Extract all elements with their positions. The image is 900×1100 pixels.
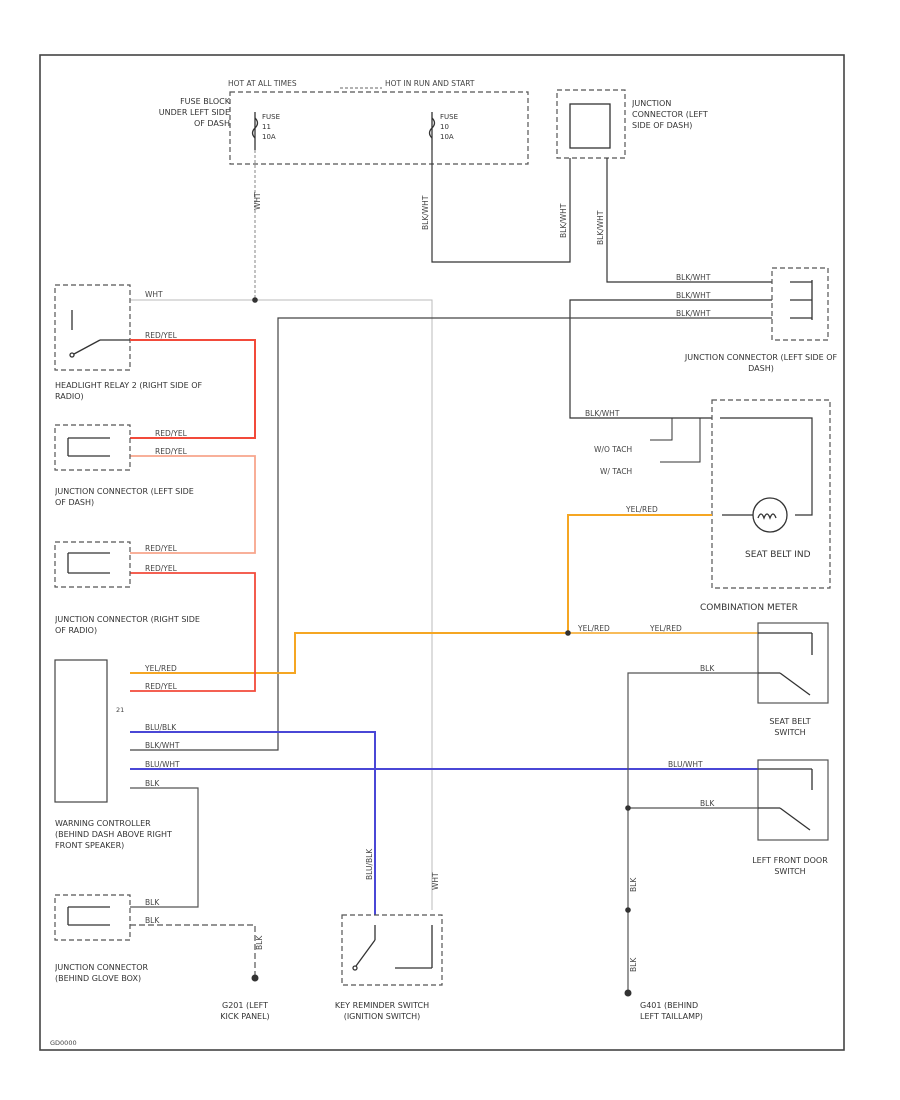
wire-blkwht-topjc-label: BLK/WHT <box>596 210 605 245</box>
combination-meter-box <box>711 399 831 589</box>
diagram-frame <box>39 54 845 1051</box>
wire-blkwht-r2 <box>569 299 772 419</box>
warning-controller-box <box>54 659 108 803</box>
fuse-block-box <box>229 91 529 165</box>
splice-yelred <box>565 630 571 636</box>
wire-wht-fuse11-label: WHT <box>253 192 262 210</box>
wire-blkwht-jc-label: BLK/WHT <box>559 203 568 238</box>
wire-blk-glove1-label: BLK <box>145 898 160 907</box>
wire-yelred-switch-label: YEL/RED <box>577 624 610 633</box>
meter-internal <box>720 417 813 516</box>
door-switch-label: LEFT FRONT DOOR SWITCH <box>752 856 828 876</box>
jc-glove-label: JUNCTION CONNECTOR (BEHIND GLOVE BOX) <box>55 963 148 983</box>
door-switch-box <box>757 759 829 841</box>
wire-yelred-meter-label: YEL/RED <box>625 505 658 514</box>
wire-blk-g401-label: BLK <box>629 877 638 892</box>
jc-left-upper-label: JUNCTION CONNECTOR (LEFT SIDE OF DASH) <box>55 487 194 507</box>
wire-bluwht-wc-label: BLU/WHT <box>145 760 180 769</box>
jc-top-bus <box>569 103 611 149</box>
wire-yelred-ext-label: YEL/RED <box>649 624 682 633</box>
jc-right-mid-box <box>771 267 829 341</box>
wire-redyel-jc3-label: RED/YEL <box>145 544 178 553</box>
combination-meter-label: COMBINATION METER <box>700 603 798 613</box>
wire-bluwht-door-label: BLU/WHT <box>668 760 703 769</box>
wire-redyel-jc4 <box>130 572 256 692</box>
wire-blkwht-r1-label: BLK/WHT <box>676 273 711 282</box>
key-switch-label: KEY REMINDER SWITCH (IGNITION SWITCH) <box>335 1001 429 1021</box>
wire-yelred-main <box>130 514 712 674</box>
wire-blk-g401b-label: BLK <box>629 957 638 972</box>
wire-blkwht-topjc <box>606 158 772 283</box>
splice-blk-lower <box>625 907 631 913</box>
wire-blk-glove2-label: BLK <box>145 916 160 925</box>
wire-blublk-wc-label: BLU/BLK <box>145 723 177 732</box>
g201-label: G201 (LEFT KICK PANEL) <box>220 1001 269 1021</box>
seat-belt-switch-contact <box>758 632 813 696</box>
wire-wht-relay-label: WHT <box>145 290 163 299</box>
jc-left-mid-box <box>54 541 131 588</box>
wire-redyel-jc4-label: RED/YEL <box>145 564 178 573</box>
wire-redyel-jc2 <box>130 455 256 554</box>
door-switch-contact <box>758 768 813 831</box>
key-switch-box <box>341 914 443 986</box>
fuse-block-label: FUSE BLOCK UNDER LEFT SIDE OF DASH <box>159 97 230 128</box>
wire-yelred-wc-label: YEL/RED <box>144 664 177 673</box>
seat-belt-switch-label: SEAT BELT SWITCH <box>769 717 810 737</box>
wire-blk-seatbelt <box>627 672 758 990</box>
jc-top-label: JUNCTION CONNECTOR (LEFT SIDE OF DASH) <box>632 99 708 130</box>
pin-21: 21 <box>116 706 124 714</box>
warning-controller-label: WARNING CONTROLLER (BEHIND DASH ABOVE RI… <box>55 819 172 850</box>
wire-redyel-relay <box>130 339 256 439</box>
jc-top-box <box>556 89 626 159</box>
wo-tach-label: W/O TACH <box>594 445 632 454</box>
wire-blkwht-fuse10 <box>431 150 571 263</box>
wire-redyel-relay-label: RED/YEL <box>145 331 178 340</box>
jc-left-upper-box <box>54 424 131 471</box>
key-switch-contact <box>352 925 433 971</box>
g401-label: G401 (BEHIND LEFT TAILLAMP) <box>640 1001 703 1021</box>
wire-blk-seatbelt-label: BLK <box>700 664 715 673</box>
wire-blk-g201 <box>130 924 256 975</box>
w-tach-label: W/ TACH <box>600 467 632 476</box>
wire-redyel-jc2-label: RED/YEL <box>155 447 188 456</box>
wire-redyel-wc-label: RED/YEL <box>145 682 178 691</box>
seat-belt-switch-box <box>757 622 829 704</box>
wire-blk-g201-label: BLK <box>255 935 264 950</box>
seat-belt-ind-label: SEAT BELT IND <box>745 550 811 560</box>
wire-blublk-key-label: BLU/BLK <box>365 848 374 880</box>
hot-run-start-label: HOT IN RUN AND START <box>385 79 475 88</box>
jc-left-mid-label: JUNCTION CONNECTOR (RIGHT SIDE OF RADIO) <box>55 615 200 635</box>
wire-blkwht-meter-label: BLK/WHT <box>585 409 620 418</box>
splice-wht <box>252 297 258 303</box>
splice-blk-door <box>625 805 631 811</box>
wire-redyel-jc1-label: RED/YEL <box>155 429 188 438</box>
wire-wht-relay <box>130 299 433 910</box>
wire-blkwht-wc-label: BLK/WHT <box>145 741 180 750</box>
headlight-relay-box <box>54 284 131 371</box>
wire-tach-branch <box>650 418 673 441</box>
wire-blkwht-r3 <box>130 317 772 751</box>
hot-all-times-label: HOT AT ALL TIMES <box>228 79 297 88</box>
seat-belt-ind-lamp <box>752 497 788 533</box>
wire-blublk-key <box>130 731 376 915</box>
wire-wht-key-label: WHT <box>431 872 440 890</box>
wire-blk-wc <box>130 787 199 908</box>
wire-blkwht-fuse10-label: BLK/WHT <box>421 195 430 230</box>
ground-g201 <box>251 974 259 982</box>
jc-glove-box <box>54 894 131 941</box>
ground-g401 <box>624 989 632 997</box>
wire-blk-wc-label: BLK <box>145 779 160 788</box>
wire-tach-branch2 <box>660 418 701 463</box>
diagram-id: GD0000 <box>50 1039 77 1047</box>
wire-blkwht-r2-label: BLK/WHT <box>676 291 711 300</box>
wire-blkwht-r3-label: BLK/WHT <box>676 309 711 318</box>
headlight-relay-label: HEADLIGHT RELAY 2 (RIGHT SIDE OF RADIO) <box>55 381 202 401</box>
wire-blk-door-label: BLK <box>700 799 715 808</box>
fuse-10: FUSE 10 10A <box>428 112 458 150</box>
jc-right-mid-label: JUNCTION CONNECTOR (LEFT SIDE OF DASH) <box>685 353 837 373</box>
fuse-11: FUSE 11 10A <box>251 112 280 150</box>
headlight-relay-switch <box>69 310 130 358</box>
